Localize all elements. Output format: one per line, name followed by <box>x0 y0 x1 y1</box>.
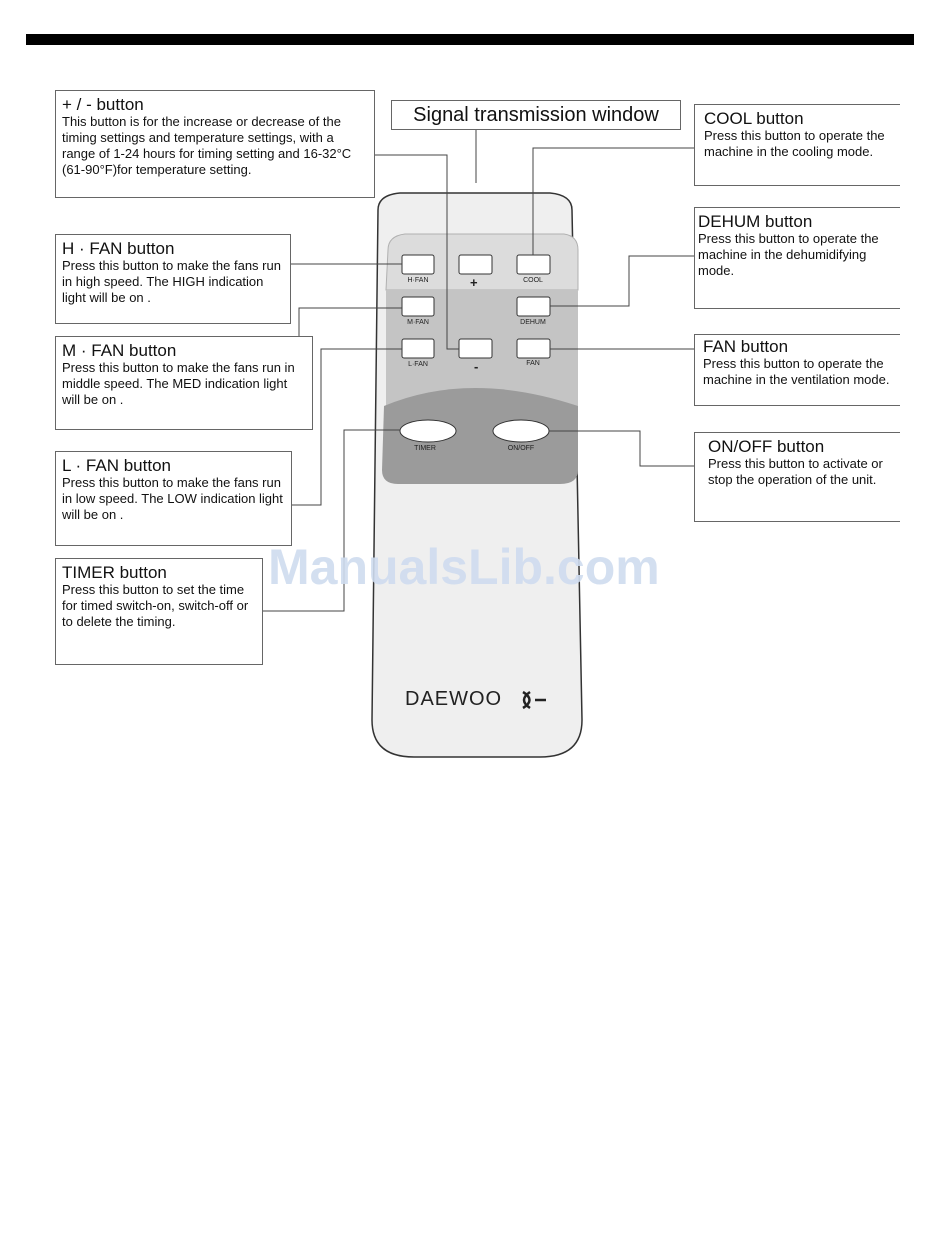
dehum-callout: DEHUM button Press this button to operat… <box>694 207 900 309</box>
callout-title: ON/OFF button <box>708 437 825 456</box>
callout-text: Press this button to make the fans run i… <box>62 475 283 522</box>
mfan-callout: M · FAN button Press this button to make… <box>55 336 313 430</box>
callout-title: M · FAN button <box>62 341 177 360</box>
remote-lfan-label: L·FAN <box>408 361 428 368</box>
fan-callout: FAN button Press this button to operate … <box>694 334 900 406</box>
remote-fan-key <box>516 338 551 359</box>
panel-low <box>382 388 578 484</box>
timer-callout: TIMER button Press this button to set th… <box>55 558 263 665</box>
remote-brand: DAEWOO <box>405 688 503 710</box>
callout-text: Press this button to operate the machine… <box>698 231 879 278</box>
remote-lfan-key <box>401 338 435 359</box>
callout-text: Press this button to operate the machine… <box>704 128 885 159</box>
callout-title: H · FAN button <box>62 239 175 258</box>
remote-timer-label: TIMER <box>414 445 436 452</box>
callout-text: This button is for the increase or decre… <box>62 114 352 177</box>
remote-hfan-label: H·FAN <box>407 277 429 284</box>
callout-title: TIMER button <box>62 563 167 582</box>
remote-cool-key <box>516 254 551 275</box>
onoff-callout: ON/OFF button Press this button to activ… <box>694 432 900 522</box>
remote-minus-label: - <box>474 359 479 374</box>
callout-title: L · FAN button <box>62 456 171 475</box>
remote-cool-label: COOL <box>523 277 543 284</box>
header-rule <box>26 34 914 45</box>
plus-minus-callout: + / - button This button is for the incr… <box>55 90 375 198</box>
callout-text: Press this button to make the fans run i… <box>62 360 295 407</box>
remote-mfan-key <box>401 296 435 317</box>
callout-title: + / - button <box>62 95 144 114</box>
remote-minus-key <box>458 338 493 359</box>
callout-text: Press this button to activate or stop th… <box>708 456 883 487</box>
callout-title: COOL button <box>704 109 804 128</box>
remote-hfan-key <box>401 254 435 275</box>
hfan-callout: H · FAN button Press this button to make… <box>55 234 291 324</box>
watermark-text: ManualsLib.com <box>268 539 660 595</box>
remote-mfan-label: M·FAN <box>407 319 429 326</box>
remote-timer-key <box>399 419 457 443</box>
remote-onoff-key <box>492 419 550 443</box>
lfan-callout: L · FAN button Press this button to make… <box>55 451 292 546</box>
callout-text: Press this button to make the fans run i… <box>62 258 281 305</box>
remote-onoff-label: ON/OFF <box>507 445 535 452</box>
remote-plus-label: + <box>470 275 478 290</box>
daewoo-logo-icon <box>522 690 546 710</box>
remote-plus-key <box>458 254 493 275</box>
signal-window-label: Signal transmission window <box>391 100 681 130</box>
callout-title: DEHUM button <box>698 212 813 231</box>
callout-text: Press this button to set the time for ti… <box>62 582 249 629</box>
cool-callout: COOL button Press this button to operate… <box>694 104 900 186</box>
callout-text: Press this button to operate the machine… <box>703 356 890 387</box>
remote-dehum-label: DEHUM <box>520 319 546 326</box>
remote-dehum-key <box>516 296 551 317</box>
callout-title: FAN button <box>703 337 789 356</box>
remote-fan-label: FAN <box>526 360 540 367</box>
